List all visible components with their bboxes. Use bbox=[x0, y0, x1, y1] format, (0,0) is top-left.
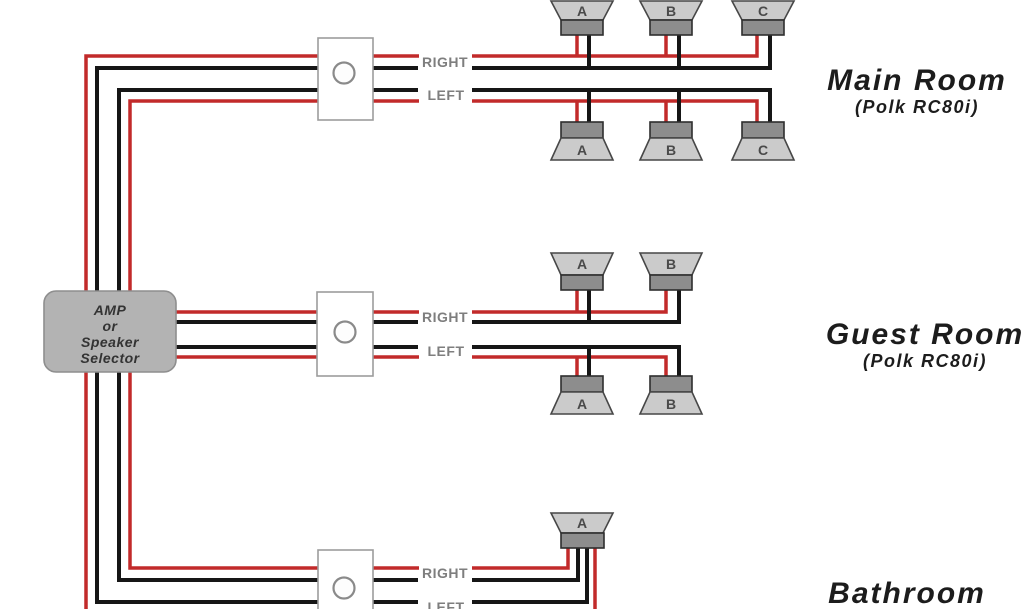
main-room-title: Main Room bbox=[827, 64, 1007, 97]
wire-main-left-red-feed bbox=[128, 99, 320, 294]
wire-main-left-red-run bbox=[472, 99, 759, 125]
wire-bath-right-black-run bbox=[472, 546, 580, 582]
guest-room-section: A B A B RIGHT LEFT Guest Room (Polk RC80… bbox=[175, 252, 1024, 415]
wire-main-right-black-feed bbox=[95, 66, 320, 294]
wire-bath-left-black-feed bbox=[95, 369, 320, 604]
guest-top-speaker-a: A bbox=[549, 252, 615, 291]
bathroom-speaker-a: A bbox=[549, 512, 615, 549]
wire-bath-right-red-run bbox=[472, 546, 570, 570]
main-top-speaker-c: C bbox=[730, 0, 796, 36]
speaker-label: A bbox=[577, 3, 587, 19]
bathroom-title: Bathroom bbox=[828, 577, 986, 609]
wire-main-left-black-feed bbox=[117, 88, 320, 294]
amp-label-line2: or bbox=[103, 318, 119, 334]
speaker-label: B bbox=[666, 3, 676, 19]
speaker-label: A bbox=[577, 396, 587, 412]
guest-room-wires bbox=[175, 288, 681, 380]
main-left-label: LEFT bbox=[428, 87, 465, 103]
guest-right-label: RIGHT bbox=[422, 309, 468, 325]
main-bottom-speaker-a: A bbox=[549, 121, 615, 161]
bath-right-label: RIGHT bbox=[422, 565, 468, 581]
guest-room-title: Guest Room bbox=[826, 318, 1024, 351]
speaker-label: B bbox=[666, 256, 676, 272]
speaker-label: A bbox=[577, 515, 587, 531]
wire-guest-left-black-run bbox=[472, 345, 681, 380]
amp-speaker-selector: AMP or Speaker Selector bbox=[43, 290, 177, 373]
main-room-section: A B C A B C bbox=[84, 0, 1007, 294]
guest-room-model: (Polk RC80i) bbox=[863, 351, 987, 371]
wire-main-left-black-run bbox=[472, 88, 772, 125]
speaker-label: C bbox=[758, 142, 768, 158]
amp-label-line3: Speaker bbox=[81, 334, 140, 350]
main-room-model: (Polk RC80i) bbox=[855, 97, 979, 117]
amp-label-line4: Selector bbox=[80, 350, 140, 366]
main-top-speaker-b: B bbox=[638, 0, 704, 36]
amp-label-line1: AMP bbox=[93, 302, 127, 318]
wire-guest-right-red-run bbox=[472, 288, 668, 314]
wire-bath-left-black-run bbox=[472, 546, 589, 604]
main-bottom-speaker-b: B bbox=[638, 121, 704, 161]
volume-knob-icon bbox=[332, 61, 356, 85]
wire-main-right-black-run bbox=[472, 33, 772, 70]
wire-main-right-red-run bbox=[472, 33, 759, 58]
wire-bath-right-black-feed bbox=[117, 369, 320, 582]
main-room-wires bbox=[84, 33, 772, 294]
guest-bottom-speaker-a: A bbox=[549, 375, 615, 415]
speaker-label: A bbox=[577, 142, 587, 158]
bath-left-label: LEFT bbox=[428, 599, 465, 609]
guest-bottom-speaker-b: B bbox=[638, 375, 704, 415]
main-right-label: RIGHT bbox=[422, 54, 468, 70]
speaker-label: A bbox=[577, 256, 587, 272]
wire-main-right-red-feed bbox=[84, 54, 320, 294]
volume-knob-icon bbox=[332, 576, 356, 600]
guest-left-label: LEFT bbox=[428, 343, 465, 359]
speaker-label: C bbox=[758, 3, 768, 19]
bathroom-volume-control bbox=[317, 549, 374, 609]
speaker-label: B bbox=[666, 396, 676, 412]
main-top-speaker-a: A bbox=[549, 0, 615, 36]
speaker-label: B bbox=[666, 142, 676, 158]
wire-guest-right-black-run bbox=[472, 288, 681, 324]
guest-volume-control bbox=[316, 291, 374, 377]
guest-top-speaker-b: B bbox=[638, 252, 704, 291]
wire-guest-left-red-run bbox=[472, 355, 668, 380]
wire-bath-right-red-feed bbox=[128, 369, 320, 570]
volume-knob-icon bbox=[333, 320, 357, 344]
main-bottom-speaker-c: C bbox=[730, 121, 796, 161]
bathroom-section: A RIGHT LEFT Bathroom bbox=[84, 369, 986, 609]
main-volume-control bbox=[317, 37, 374, 121]
bathroom-wires bbox=[84, 369, 597, 609]
